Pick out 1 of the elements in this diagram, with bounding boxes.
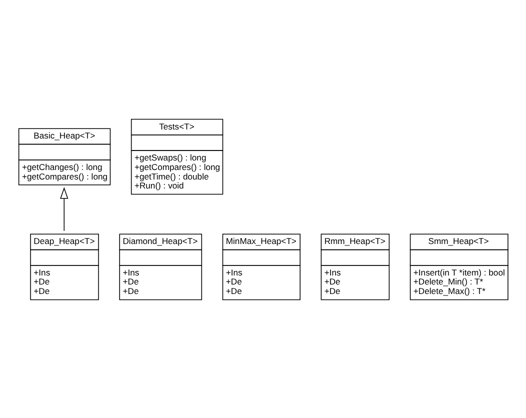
arrow — [60, 186, 68, 231]
